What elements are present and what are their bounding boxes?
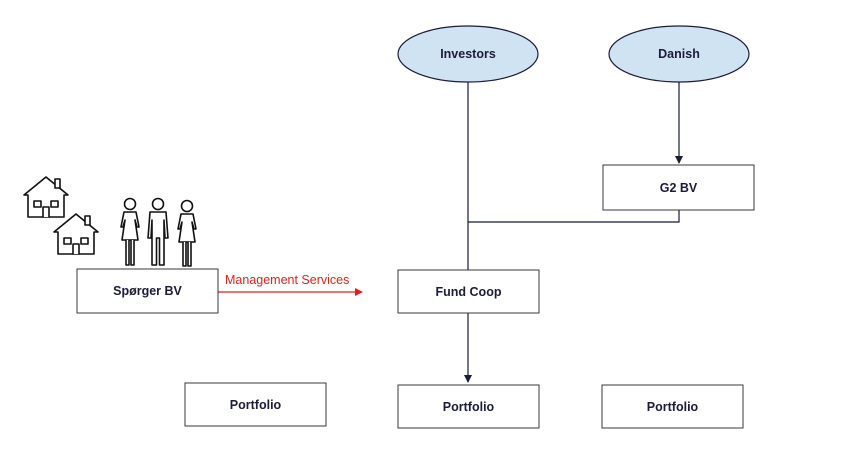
- sporger-bv-label: Spørger BV: [113, 284, 182, 298]
- portfolio-right-node: Portfolio: [601, 384, 744, 429]
- fund-coop-label: Fund Coop: [436, 285, 502, 299]
- danish-node: Danish: [608, 25, 750, 83]
- portfolio-left-node: Portfolio: [184, 382, 327, 427]
- person-icon: [120, 197, 140, 266]
- sporger-bv-node: Spørger BV: [76, 268, 219, 314]
- portfolio-left-label: Portfolio: [230, 398, 282, 412]
- portfolio-center-node: Portfolio: [397, 384, 540, 429]
- management-services-label: Management Services: [225, 273, 349, 287]
- g2-bv-label: G2 BV: [660, 181, 698, 195]
- portfolio-center-label: Portfolio: [443, 400, 495, 414]
- g2-bv-node: G2 BV: [602, 164, 755, 211]
- person-icon: [177, 199, 197, 267]
- house-icon: [53, 213, 99, 255]
- portfolio-right-label: Portfolio: [647, 400, 699, 414]
- person-icon: [147, 197, 169, 266]
- danish-label: Danish: [658, 47, 700, 61]
- g2-to-fund-coop-line: [468, 210, 680, 223]
- house-icon: [23, 176, 69, 218]
- investors-node: Investors: [397, 25, 539, 83]
- fund-coop-node: Fund Coop: [397, 269, 540, 314]
- investors-label: Investors: [440, 47, 496, 61]
